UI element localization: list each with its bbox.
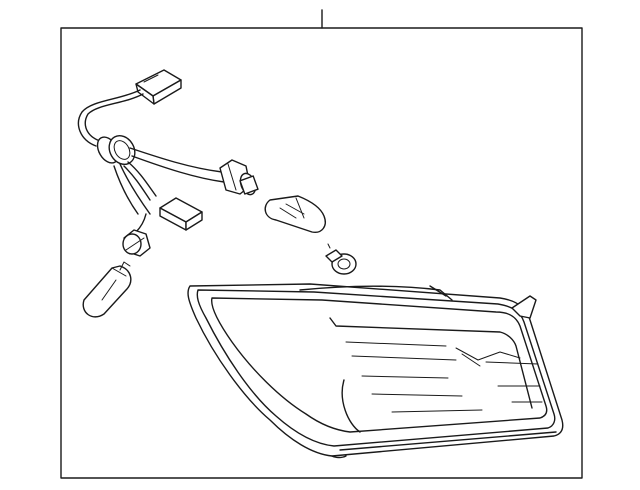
wedge-bulb-left bbox=[82, 261, 132, 318]
parts-frame bbox=[60, 27, 583, 479]
bulb-socket-right bbox=[219, 159, 259, 196]
bulb-socket-main bbox=[96, 134, 136, 166]
wiring-harness bbox=[77, 69, 259, 257]
harness-connector-middle bbox=[159, 197, 203, 231]
harness-connector-top bbox=[135, 69, 182, 105]
bulb-socket-left bbox=[122, 213, 151, 257]
wedge-bulb-right bbox=[264, 195, 326, 233]
push-clip bbox=[325, 243, 357, 275]
tail-lamp-lens-housing bbox=[187, 283, 564, 459]
